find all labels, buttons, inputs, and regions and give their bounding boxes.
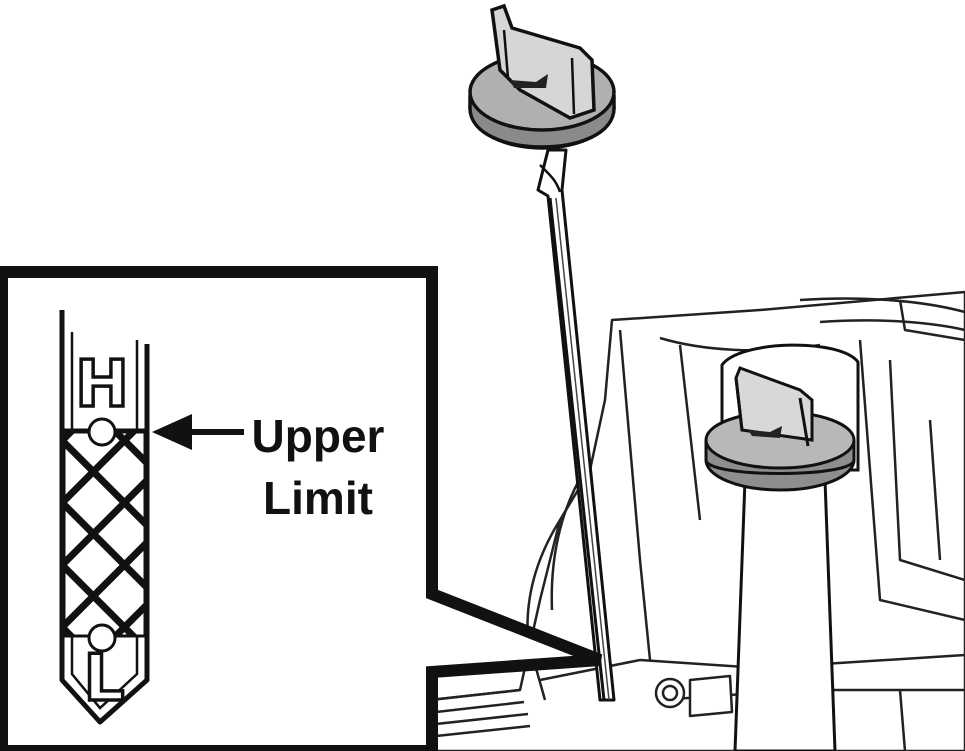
upper-limit-hole [87,417,117,447]
lower-limit-hole [87,623,117,653]
callout-label-line1: Upper [252,410,385,462]
installed-oil-cap [704,366,856,492]
callout-box [0,266,603,751]
callout-label-line2: Limit [263,472,373,524]
upper-limit-arrow [152,414,244,450]
crosshatch-zone [62,428,147,638]
engine-body [428,290,965,751]
low-mark-letter: L [84,642,125,716]
high-mark-letter: H [75,348,129,422]
removed-oil-cap [468,3,616,150]
dipstick-closeup: H L [59,310,150,725]
dipstick-rod [536,148,616,702]
